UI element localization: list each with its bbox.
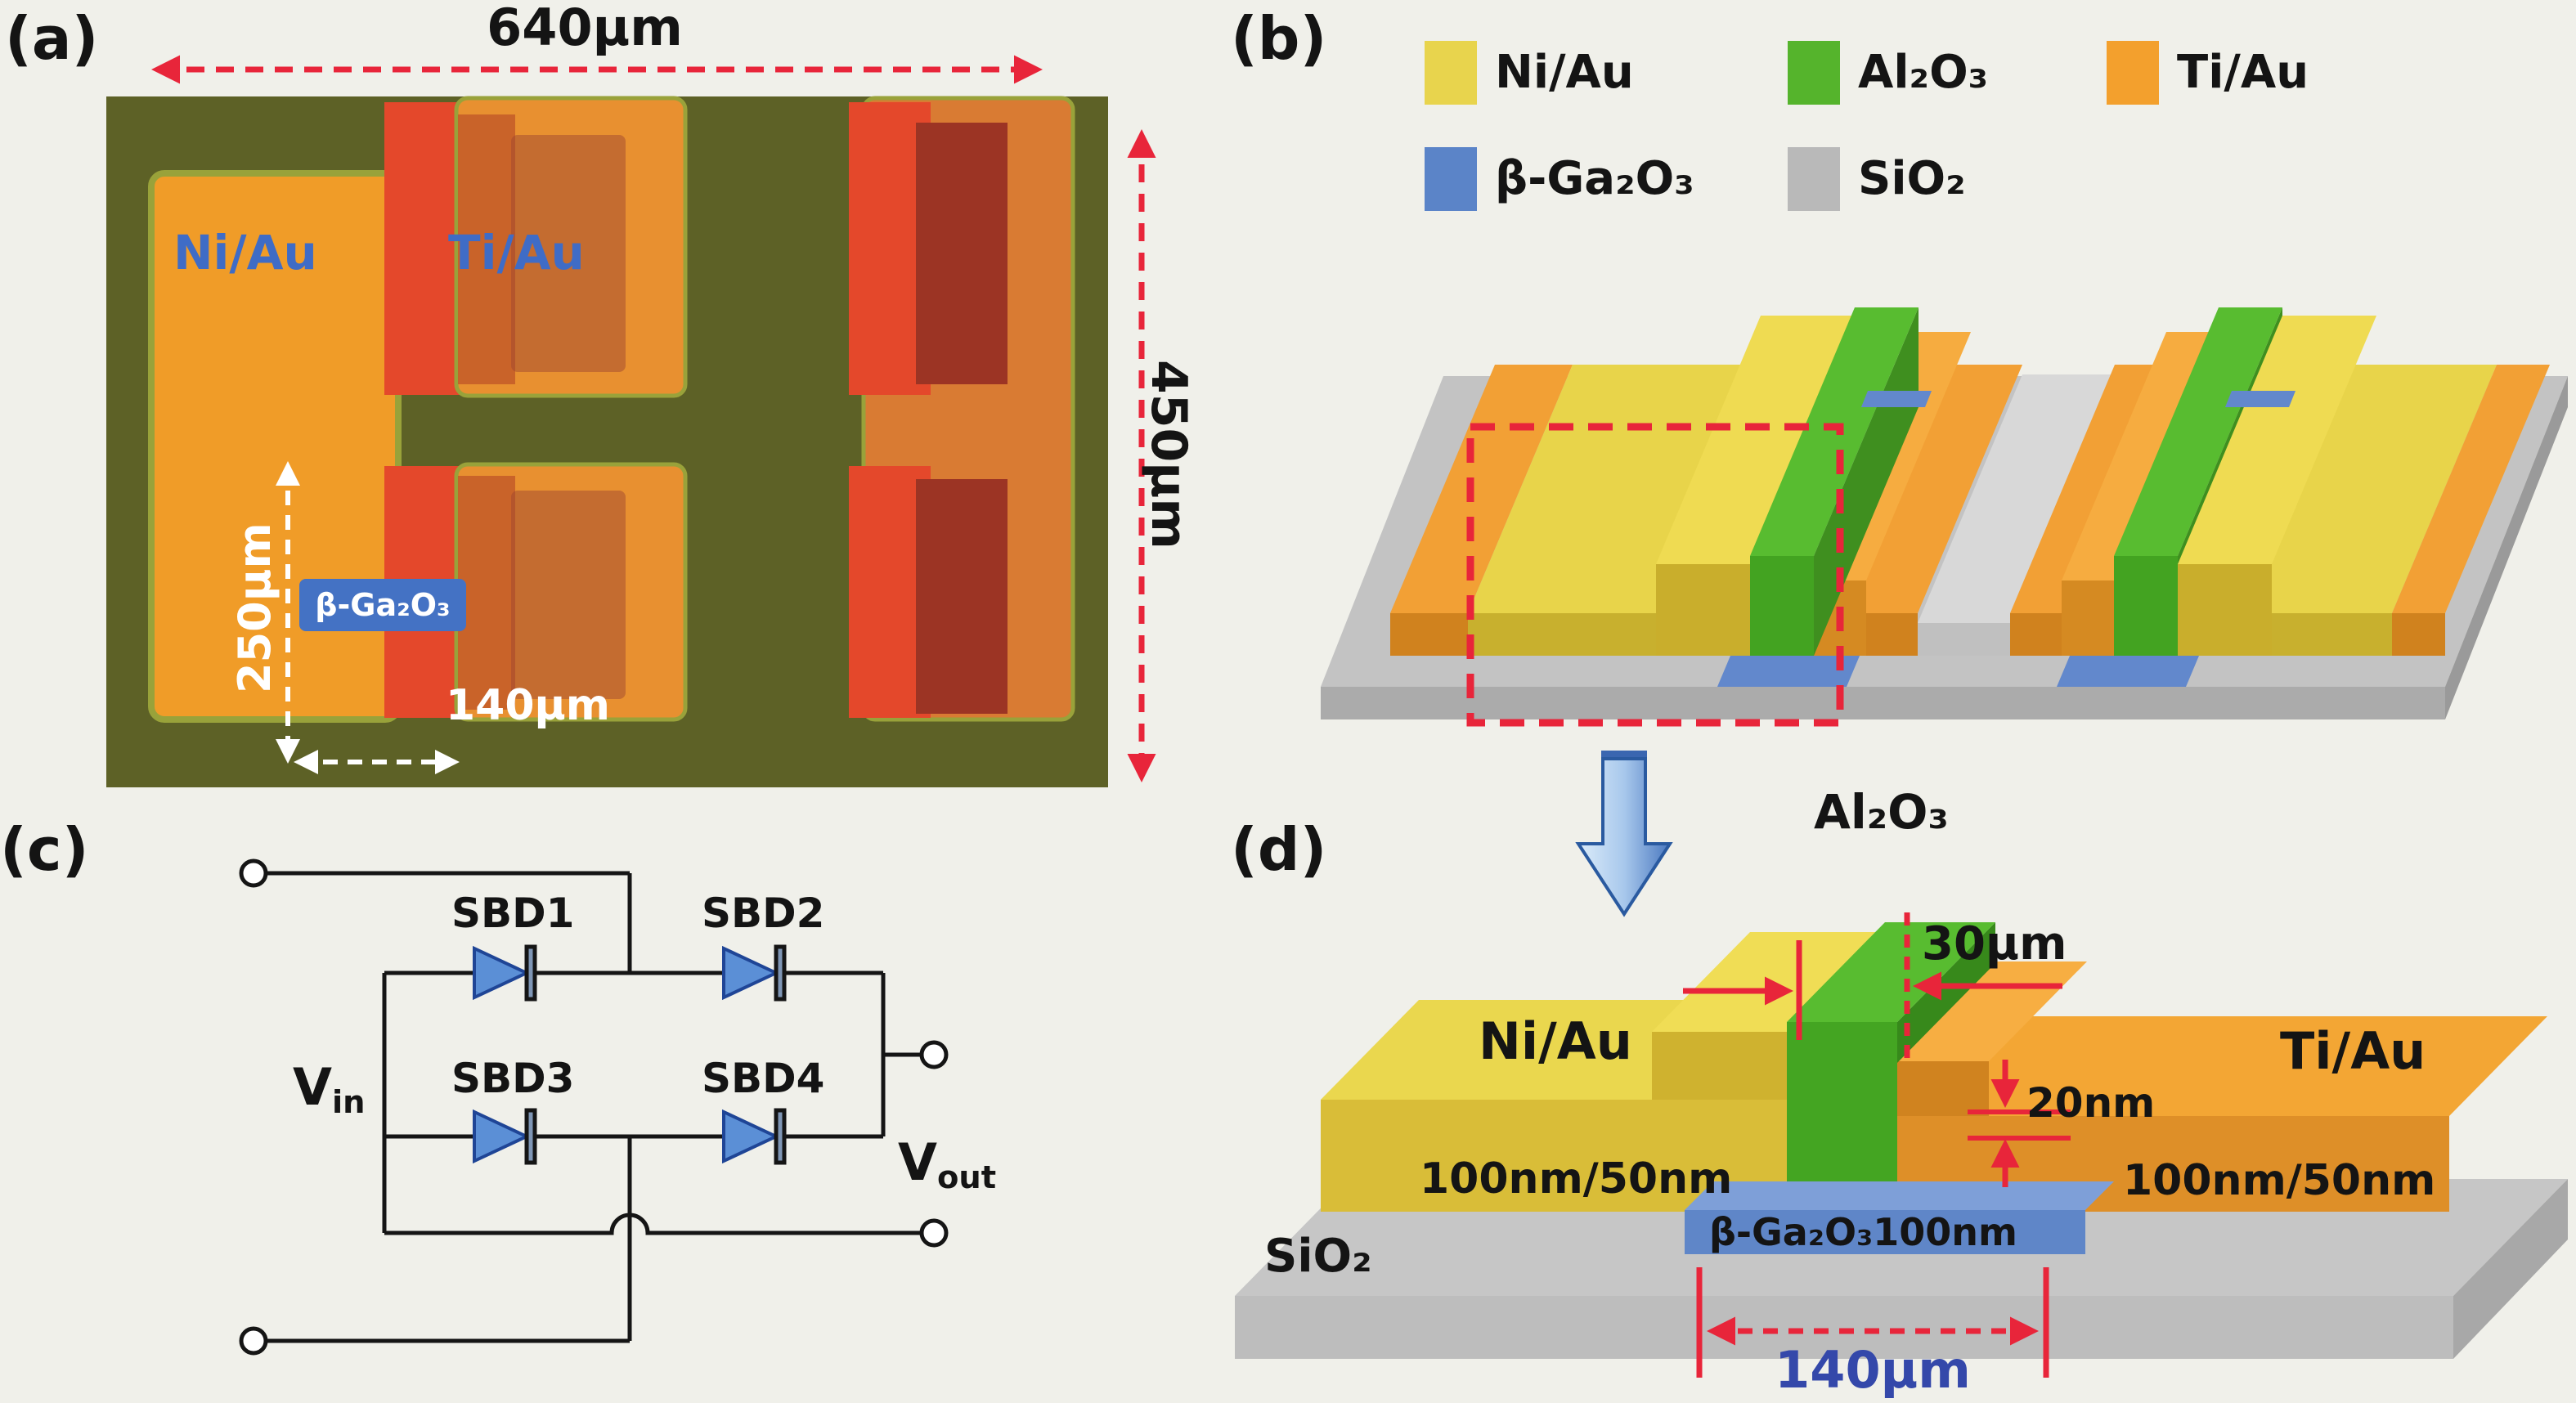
legend-swatch-sio2 bbox=[1788, 147, 1840, 211]
vin-label: Vin bbox=[293, 1057, 366, 1121]
anode-label-d: Ni/Au bbox=[1479, 1011, 1632, 1071]
panel-c-label: (c) bbox=[0, 815, 89, 884]
zoom-region-box bbox=[1466, 423, 1844, 727]
channel-width-dim: 140μm bbox=[1775, 1340, 1971, 1400]
diode-label-sbd3: SBD3 bbox=[451, 1055, 575, 1102]
output-terminal-top bbox=[919, 1040, 949, 1069]
ti-au-top bbox=[1897, 1016, 2547, 1116]
substrate-side bbox=[2445, 376, 2568, 719]
vout-main: V bbox=[898, 1132, 937, 1192]
wire-hop bbox=[384, 1212, 922, 1235]
diode-label-sbd1: SBD1 bbox=[451, 890, 575, 937]
legend-label-niau: Ni/Au bbox=[1495, 46, 1634, 99]
panel-d-label: (d) bbox=[1231, 815, 1327, 884]
legend-label-sio2: SiO₂ bbox=[1858, 152, 1966, 205]
ni-au-front bbox=[1321, 1100, 1787, 1212]
legend-swatch-niau bbox=[1425, 41, 1477, 105]
legend-swatch-tiau bbox=[2107, 41, 2159, 105]
ga2o3-patch bbox=[2057, 656, 2199, 687]
legend-swatch-ga2o3 bbox=[1425, 147, 1477, 211]
legend-swatch-al2o3 bbox=[1788, 41, 1840, 105]
overlap-strip bbox=[384, 102, 463, 395]
vin-sub: in bbox=[331, 1084, 366, 1121]
device-width-dim: 640μm bbox=[487, 0, 683, 57]
vout-sub: out bbox=[936, 1159, 997, 1196]
ga2o3-front bbox=[1685, 1210, 2085, 1254]
pad-width-dim: 140μm bbox=[446, 681, 610, 730]
al2o3-front bbox=[1787, 1022, 1897, 1206]
input-terminal-top bbox=[239, 858, 268, 888]
oxide-label-d: Al₂O₃ bbox=[1814, 784, 1949, 840]
vout-label: Vout bbox=[898, 1132, 997, 1196]
oxide-thickness-label: 20nm bbox=[2026, 1079, 2156, 1127]
legend-label-tiau: Ti/Au bbox=[2177, 46, 2309, 99]
device-height-dim: 450μm bbox=[1140, 360, 1197, 549]
input-terminal-bottom bbox=[239, 1326, 268, 1356]
gap-dim-label: 30μm bbox=[1922, 917, 2067, 970]
anode-label-a: Ni/Au bbox=[173, 225, 317, 280]
panel-d-3d-cross-section bbox=[1235, 912, 2568, 1378]
panel-b-label: (b) bbox=[1231, 4, 1327, 73]
al2o3-top bbox=[1787, 922, 1995, 1022]
channel-label-a: β-Ga₂O₃ bbox=[299, 579, 466, 631]
cathode-label-d: Ti/Au bbox=[2280, 1021, 2426, 1081]
diode-label-sbd4: SBD4 bbox=[702, 1055, 825, 1102]
legend-label-ga2o3: β-Ga₂O₃ bbox=[1495, 152, 1694, 205]
zoom-arrow bbox=[1575, 757, 1673, 917]
panel-a-micrograph bbox=[106, 55, 1156, 787]
substrate-front bbox=[1321, 687, 2445, 719]
output-terminal-bottom bbox=[919, 1218, 949, 1248]
legend-label-al2o3: Al₂O₃ bbox=[1858, 46, 1989, 99]
panel-c-circuit bbox=[239, 858, 949, 1356]
ga2o3-top bbox=[1685, 1181, 2114, 1210]
panel-a-label: (a) bbox=[5, 4, 99, 73]
vin-main: V bbox=[293, 1057, 332, 1117]
channel-label-d: β-Ga₂O₃100nm bbox=[1709, 1210, 2017, 1254]
diode-label-sbd2: SBD2 bbox=[702, 890, 825, 937]
cathode-label-a: Ti/Au bbox=[448, 225, 585, 280]
substrate-label-d: SiO₂ bbox=[1264, 1230, 1372, 1283]
ga2o3-patch bbox=[1717, 656, 1860, 687]
anode-thickness-label: 100nm/50nm bbox=[1420, 1154, 1733, 1204]
pad-height-dim: 250μm bbox=[229, 522, 280, 693]
panel-b-3d-schematic bbox=[1321, 307, 2568, 917]
cathode-thickness-label: 100nm/50nm bbox=[2123, 1156, 2436, 1205]
sio2-side bbox=[2453, 1179, 2568, 1359]
